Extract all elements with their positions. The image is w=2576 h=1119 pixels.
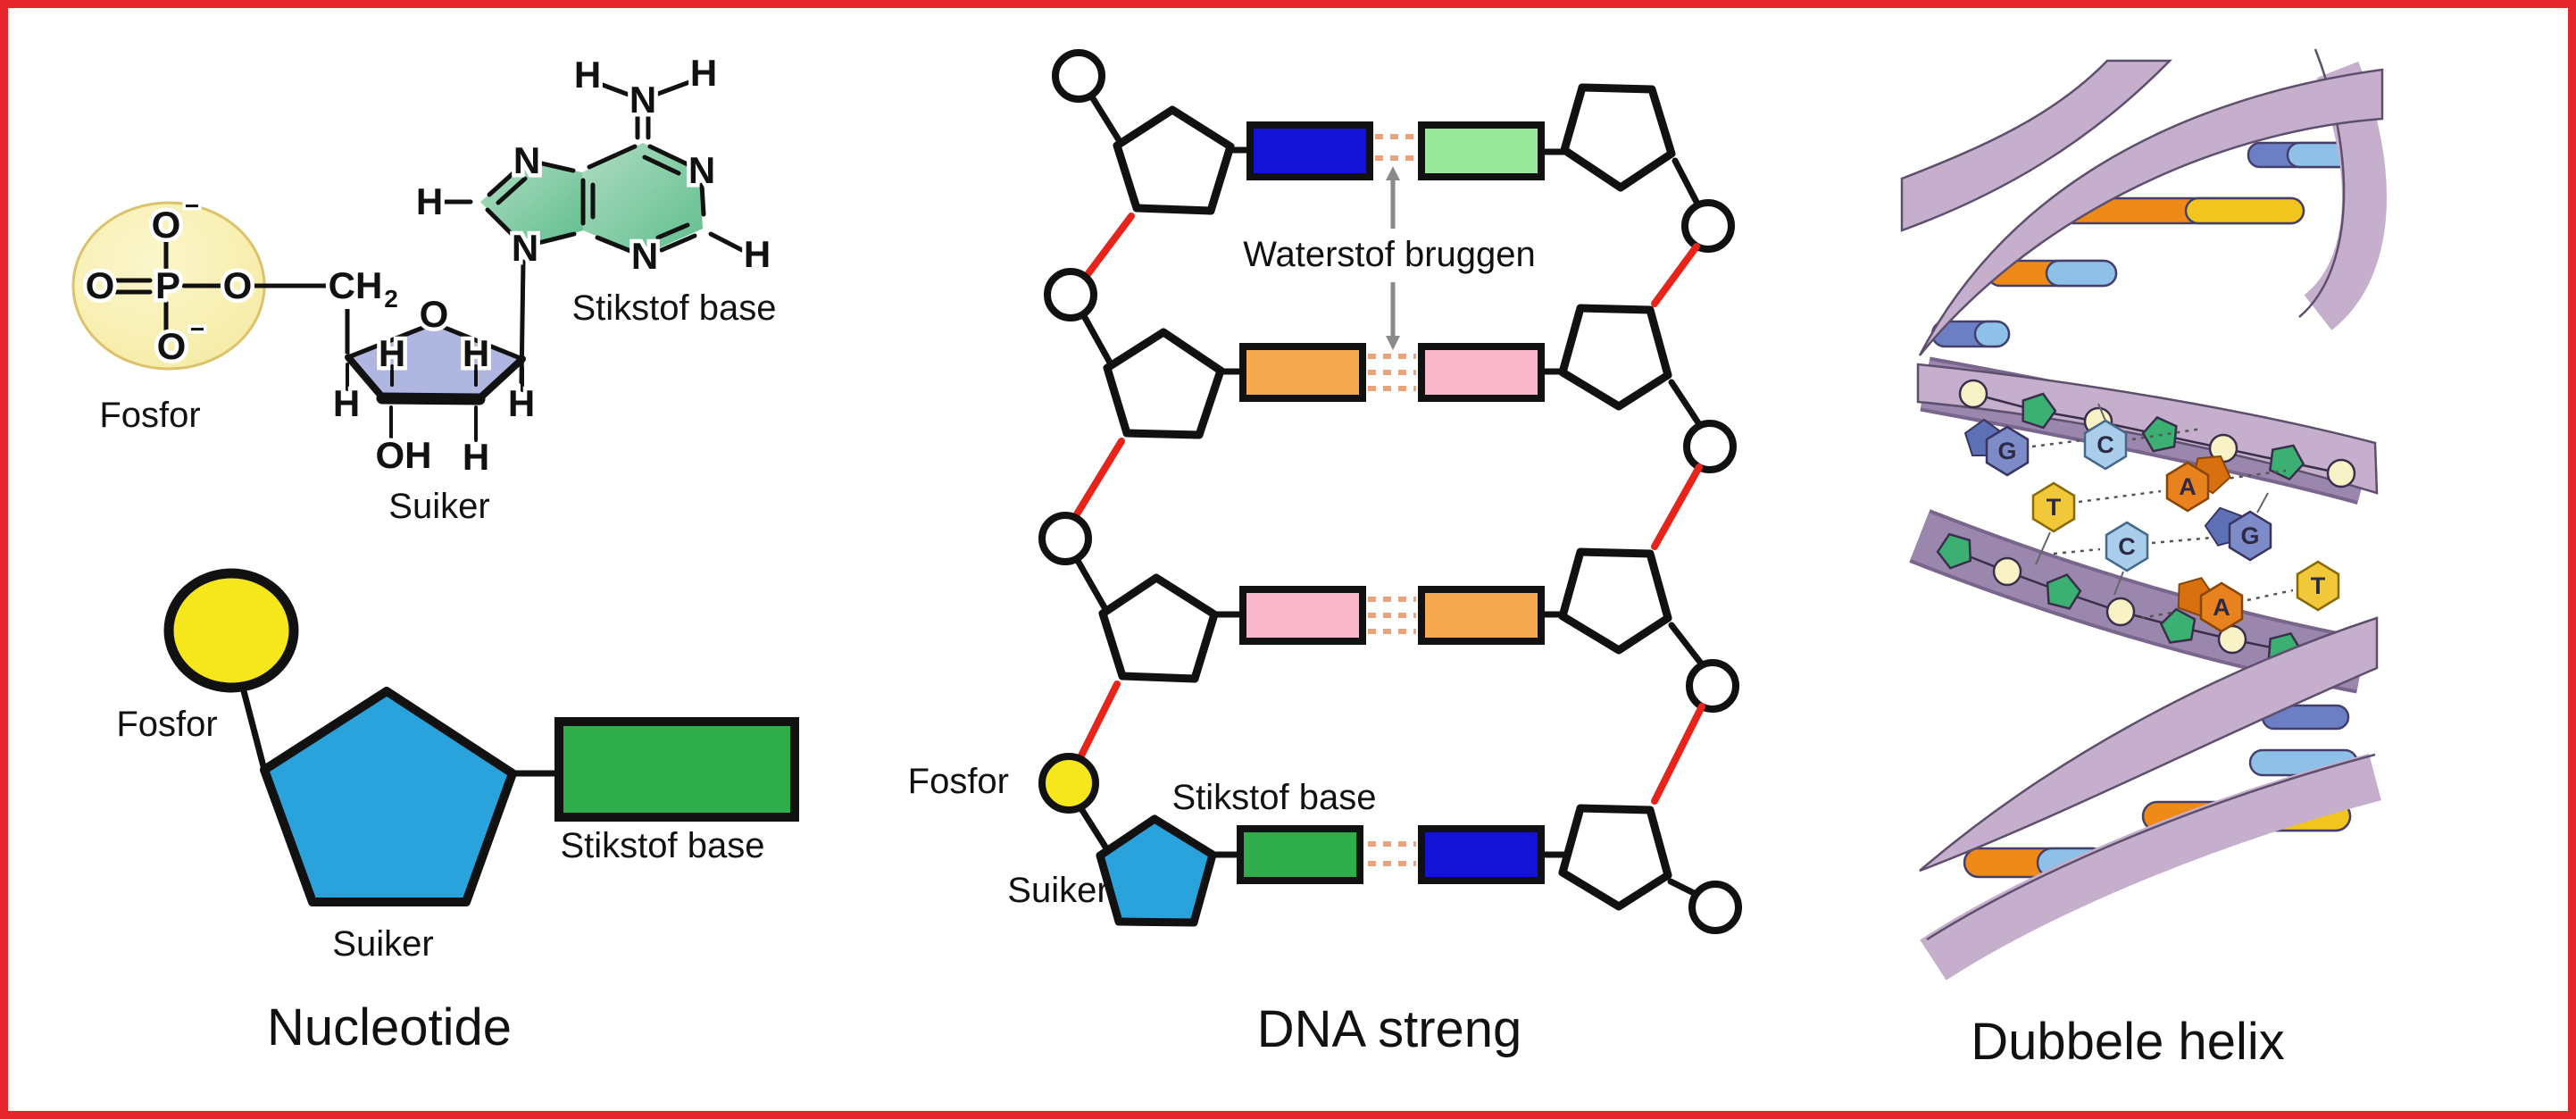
phosphate-circle <box>1038 512 1092 565</box>
arrow-up-icon <box>1386 166 1400 180</box>
base-letter-t: T <box>2047 494 2062 521</box>
phosphate-circle <box>1683 420 1737 473</box>
phosphate-circle <box>1681 199 1735 253</box>
ribose-h1: H <box>379 332 405 374</box>
n3-label: N <box>631 235 658 277</box>
p-label: P <box>155 264 180 306</box>
helix-base-links <box>2035 403 2269 596</box>
sugar-pentagon <box>1558 547 1672 655</box>
simple-base-rect <box>554 717 799 822</box>
simple-nucleotide: Fosfor Suiker Stikstof base <box>116 568 799 964</box>
base-rect <box>1418 121 1545 180</box>
ribbon-bottom-front <box>1919 616 2379 873</box>
simple-fosfor-label: Fosfor <box>116 705 217 744</box>
base-letter-t: T <box>2311 572 2326 599</box>
suiker-label: Suiker <box>388 487 489 526</box>
base-letter-a: A <box>2179 473 2197 500</box>
ribose-h2: H <box>463 332 489 374</box>
adenine-bonds <box>442 79 745 385</box>
hydrogen-bond-dashes <box>1368 134 1418 866</box>
phosphate-group: O − O P O O − Fosfor <box>71 189 333 435</box>
ribbon-top-left <box>1900 59 2172 232</box>
dna-strand-panel: Waterstof bruggen Fosfor Stikstof base S… <box>908 49 1742 1058</box>
base-letter-c: C <box>2097 431 2114 458</box>
base-letter-a: A <box>2213 594 2230 621</box>
c8-h-label: H <box>416 180 443 222</box>
adenine-base: H H N N H N N H N Stikstof base <box>412 48 777 385</box>
base-rect <box>1239 586 1366 645</box>
ch-label: CH <box>329 264 383 306</box>
simple-suiker-pentagon <box>260 687 517 906</box>
helix-bottom-ribbons <box>1919 616 2381 981</box>
base-pair-rects <box>1237 121 1545 884</box>
simple-fosfor-circle <box>163 568 299 693</box>
fosfor-circle-yellow <box>1038 753 1099 814</box>
base-rect <box>1418 586 1545 645</box>
nucleotide-title: Nucleotide <box>267 998 512 1056</box>
c2-h-label: H <box>744 233 771 275</box>
strand-base-label: Stikstof base <box>1171 778 1376 817</box>
o-bottom-minus: − <box>190 315 204 343</box>
ribose-h-left: H <box>333 382 360 424</box>
suiker-pentagon-blue <box>1096 814 1217 927</box>
strand-fosfor-label: Fosfor <box>908 762 1009 801</box>
phosphate-circle <box>1044 268 1097 322</box>
phosphate-circle <box>1688 881 1742 934</box>
fosfor-label: Fosfor <box>99 396 200 435</box>
phosphate-circle <box>1686 659 1739 713</box>
ribose-ring: O H H H H OH H Suiker <box>329 289 538 527</box>
base-rect <box>1418 825 1545 884</box>
sugar-pentagon <box>1558 304 1672 411</box>
simple-base-label: Stikstof base <box>560 826 764 865</box>
ribbon-bottom-back <box>1920 753 2381 981</box>
amine-n: N <box>629 79 656 121</box>
ribbon-top-front <box>1918 68 2384 356</box>
sugar-pentagon <box>1560 83 1676 192</box>
o-top-minus: − <box>185 192 199 220</box>
strand-suiker-label: Suiker <box>1007 871 1108 910</box>
simple-suiker-label: Suiker <box>332 924 433 964</box>
hbond-label: Waterstof bruggen <box>1243 235 1536 274</box>
strand-left-backbone <box>1038 49 1254 927</box>
strand-right-backbone <box>1539 83 1742 934</box>
sugar-pentagon <box>1098 573 1219 683</box>
o-bottom: O <box>157 325 187 367</box>
n7-label: N <box>513 139 540 181</box>
sugar-pentagon <box>1103 328 1225 439</box>
ribose-h-bottom: H <box>463 436 489 478</box>
nucleotide-panel: H H N N H N N H N Stikstof base O − O <box>71 48 799 1056</box>
stikstof-base-label: Stikstof base <box>571 288 776 328</box>
ch-sub: 2 <box>384 285 398 313</box>
ribose-h-right: H <box>508 382 535 424</box>
base-letter-c: C <box>2118 533 2136 560</box>
sugar-pentagon <box>1113 105 1235 215</box>
amine-h-left: H <box>574 54 601 96</box>
dna-streng-title: DNA streng <box>1257 1000 1522 1058</box>
helix-base-pairs: G C T A C G A T <box>1964 403 2340 633</box>
base-rect <box>1237 825 1363 884</box>
sugar-pentagon <box>1558 804 1672 911</box>
ribose-o: O <box>420 293 449 335</box>
ch2-group: CH 2 <box>324 261 401 354</box>
base-rect <box>1246 121 1373 180</box>
o-right: O <box>223 264 253 306</box>
base-letter-g: G <box>2240 522 2259 549</box>
o-left: O <box>86 264 115 306</box>
ribose-oh: OH <box>376 434 432 476</box>
hbond-annotation: Waterstof bruggen <box>1243 166 1536 350</box>
base-rect <box>1239 343 1366 402</box>
dubbele-helix-title: Dubbele helix <box>1971 1013 2284 1071</box>
base-letter-g: G <box>1997 438 2016 464</box>
n9-label: N <box>512 227 538 269</box>
o-top: O <box>152 204 181 246</box>
phosphate-circle <box>1052 49 1105 103</box>
arrow-down-icon <box>1386 336 1400 350</box>
n1-label: N <box>688 149 715 191</box>
amine-h-right: H <box>690 52 717 94</box>
double-helix-panel: G C T A C G A T Dubbele helix <box>1900 48 2387 1071</box>
dna-diagram: H H N N H N N H N Stikstof base O − O <box>71 48 2387 1071</box>
base-rect <box>1418 343 1545 402</box>
